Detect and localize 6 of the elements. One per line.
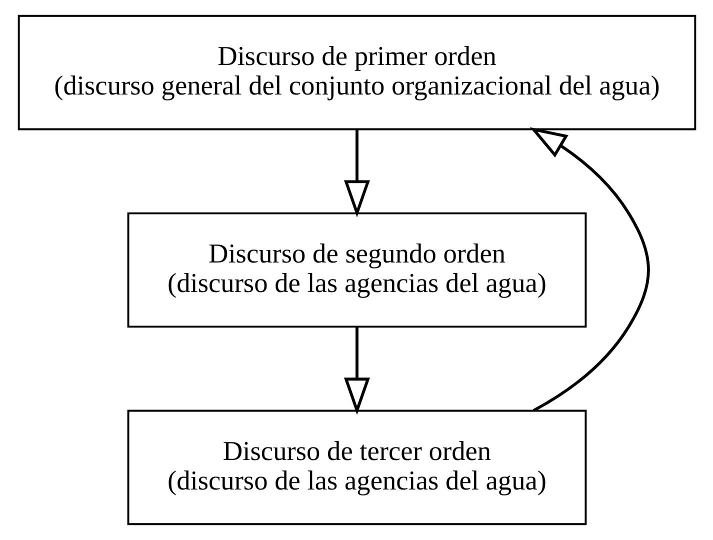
arrow — [344, 326, 370, 415]
arrow — [344, 129, 370, 218]
node-box: Discurso de primer orden (discurso general del conjunto organizacional del agua) — [17, 14, 696, 130]
node-box: Discurso de tercer orden (discurso de las agencias del agua) — [126, 410, 586, 526]
arrow — [529, 127, 650, 412]
node-box: Discurso de segundo orden (discurso de las agencias del agua) — [126, 212, 586, 328]
